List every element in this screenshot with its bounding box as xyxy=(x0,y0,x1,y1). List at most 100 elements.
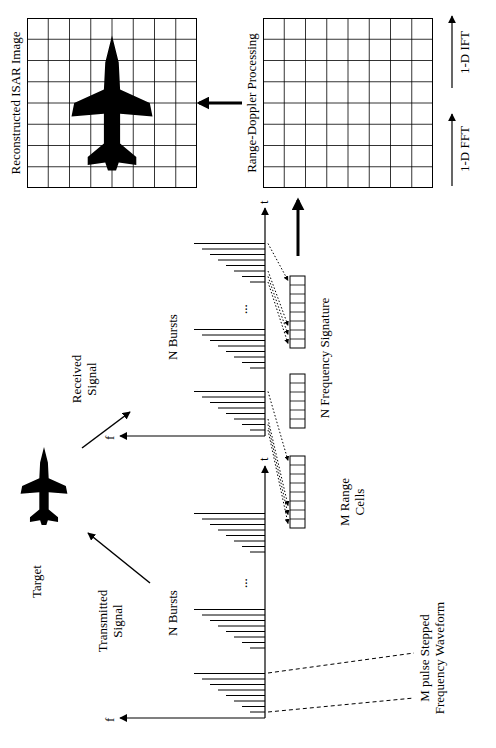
pulse-line xyxy=(210,254,265,255)
dotted-feed xyxy=(268,392,288,461)
cell-divider xyxy=(290,383,305,384)
grid-line xyxy=(263,60,433,61)
cell-divider xyxy=(290,483,305,484)
text-label: t xyxy=(257,457,272,461)
pulse-line xyxy=(242,276,265,277)
cell-divider xyxy=(290,294,305,295)
text-label: ... xyxy=(236,304,251,314)
pulse-line xyxy=(250,282,265,283)
text-label: N Bursts xyxy=(166,590,181,636)
pulse-line xyxy=(202,615,265,616)
cell-divider xyxy=(290,492,305,493)
dotted-feed xyxy=(268,271,288,326)
grid-line xyxy=(263,81,433,82)
f-axis xyxy=(120,435,265,436)
text-label: N Bursts xyxy=(166,314,181,360)
grid-graphic xyxy=(263,18,433,188)
grid-border xyxy=(27,19,196,188)
cell-divider xyxy=(290,312,305,313)
text-label: Transmitted Signal xyxy=(96,586,126,656)
edge-layer xyxy=(199,103,242,104)
target-aircraft xyxy=(21,447,68,525)
pulse-line xyxy=(194,329,265,330)
cell-divider xyxy=(290,510,305,511)
pulse-line xyxy=(250,648,265,649)
receive-arrow xyxy=(82,412,130,448)
text-label: Received Signal xyxy=(70,348,100,410)
cell-divider xyxy=(290,501,305,502)
cell-divider xyxy=(290,392,305,393)
pulse-line xyxy=(210,684,265,685)
t-axis xyxy=(264,208,265,436)
pulse-line xyxy=(250,712,265,713)
text-label: f xyxy=(103,718,118,722)
pulse-line xyxy=(218,530,265,531)
grid-graphic xyxy=(27,18,197,188)
grid-line xyxy=(368,18,369,188)
pulse-line xyxy=(242,546,265,547)
grid-line xyxy=(154,18,155,188)
pulse-line xyxy=(194,609,265,610)
pulse-line xyxy=(202,397,265,398)
pulse-line xyxy=(194,243,265,244)
text-label: ... xyxy=(236,578,251,588)
pulse-line xyxy=(226,413,265,414)
range-cell-strip xyxy=(290,374,305,428)
dotted-feed xyxy=(268,419,288,506)
grid-line xyxy=(390,18,391,188)
grid-line xyxy=(263,39,433,40)
dotted-feed xyxy=(268,244,288,281)
text-label: Target xyxy=(30,565,45,598)
f-axis xyxy=(120,717,265,718)
grid-line xyxy=(175,18,176,188)
pulse-line xyxy=(250,552,265,553)
pulse-line xyxy=(218,690,265,691)
text-label: M pulse Stepped Frequency Waveform xyxy=(418,588,448,728)
pulse-line xyxy=(194,673,265,674)
dotted-feed xyxy=(268,425,288,515)
range-cell-strip xyxy=(290,276,305,348)
cell-divider xyxy=(290,303,305,304)
flow-arrow xyxy=(297,200,300,256)
grid-title: Range-Doppler Processing xyxy=(244,18,263,188)
flow-arrow xyxy=(199,102,242,105)
pulse-line xyxy=(234,541,265,542)
pulse-line xyxy=(242,642,265,643)
pulse-line xyxy=(234,357,265,358)
aircraft-shape xyxy=(71,36,152,171)
pulse-line xyxy=(210,524,265,525)
pulse-line xyxy=(242,706,265,707)
cell-divider xyxy=(290,419,305,420)
pulse-line xyxy=(202,519,265,520)
image-grid: Range-Doppler Processing xyxy=(244,18,433,188)
pulse-line xyxy=(210,340,265,341)
cell-divider xyxy=(290,285,305,286)
cell-divider xyxy=(290,330,305,331)
pulse-line xyxy=(226,265,265,266)
cell-divider xyxy=(290,474,305,475)
text-label: 1-D IFT xyxy=(458,31,473,74)
pulse-line xyxy=(202,335,265,336)
dotted-feed xyxy=(268,282,288,344)
pulse-line xyxy=(242,362,265,363)
pulse-line xyxy=(218,626,265,627)
cell-divider xyxy=(290,465,305,466)
cell-divider xyxy=(290,401,305,402)
fft-arrow xyxy=(451,114,452,186)
cell-divider xyxy=(290,410,305,411)
pulse-line xyxy=(210,620,265,621)
text-label: N Frequency Signature xyxy=(318,268,333,448)
pulse-train xyxy=(194,244,305,713)
pulse-line xyxy=(226,695,265,696)
cell-divider xyxy=(290,519,305,520)
cell-divider xyxy=(290,339,305,340)
t-axis xyxy=(264,466,265,718)
pulse-line xyxy=(218,408,265,409)
grid-border xyxy=(263,19,432,188)
text-label: f xyxy=(103,436,118,440)
grid-title: Reconstructed ISAR Image xyxy=(8,18,27,188)
pulse-line xyxy=(226,631,265,632)
pulse-line xyxy=(210,402,265,403)
pulse-line xyxy=(218,260,265,261)
cell-divider xyxy=(290,321,305,322)
